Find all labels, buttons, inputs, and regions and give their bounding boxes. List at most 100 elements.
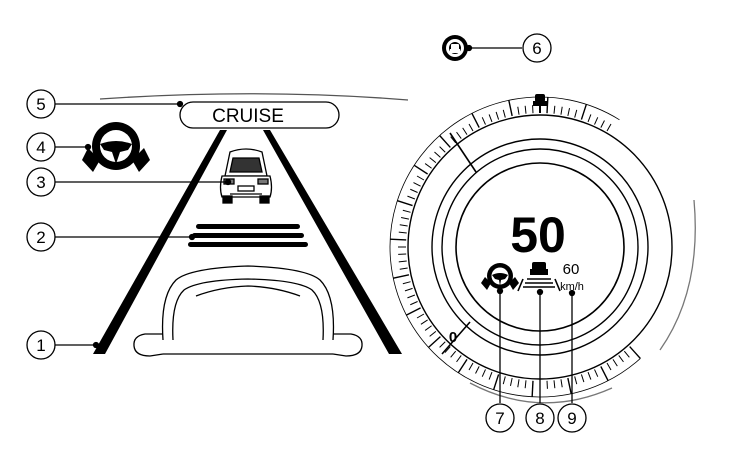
steering-wheel-hands-icon: [82, 122, 150, 172]
dial-tick: [420, 319, 428, 325]
dial-tick: [471, 113, 480, 128]
dial-tick: [606, 362, 612, 371]
cruise-label: CRUISE: [212, 106, 284, 127]
dial-tick: [600, 120, 605, 128]
dial-tick: [524, 105, 527, 114]
dial-tick: [456, 131, 462, 139]
dial-tick: [492, 374, 500, 390]
dial-tick: [524, 380, 527, 389]
dial-tick: [468, 123, 474, 132]
dial-tick: [416, 175, 425, 181]
dial-tick: [398, 231, 407, 234]
dial-tick: [629, 346, 641, 359]
dial-tick: [410, 188, 418, 193]
dial-tick: [399, 267, 408, 270]
dial-tick: [495, 111, 500, 120]
current-speed-value: 50: [510, 207, 566, 263]
dial-tick: [567, 107, 571, 117]
svg-text:7: 7: [495, 409, 504, 428]
dial-tick: [580, 104, 588, 120]
speed-unit-label: km/h: [560, 281, 584, 293]
header-arc-line: [99, 93, 409, 101]
dial-tick: [502, 109, 506, 118]
dial-tick: [475, 366, 480, 374]
dial-tick: [618, 355, 624, 363]
dial-tick: [587, 114, 592, 123]
dial-tick: [488, 371, 493, 380]
dial-tick: [424, 163, 432, 169]
dial-tick: [606, 123, 612, 132]
dial-tick: [468, 362, 474, 371]
dial-tick: [517, 106, 520, 115]
lane-keep-vehicle-icon: [517, 262, 561, 292]
dial-tick: [450, 136, 457, 144]
dial-tick: [406, 307, 421, 316]
outer-lower-arc: [469, 382, 613, 404]
dial-tick: [407, 294, 416, 299]
dial-tick: [509, 377, 513, 387]
dial-tick: [600, 366, 609, 381]
dial-tick: [429, 330, 437, 337]
dial-tick: [623, 350, 630, 358]
dial-tick: [456, 355, 462, 363]
dial-tick: [439, 341, 446, 348]
dial-tick: [434, 151, 441, 158]
callout-6: 6: [522, 33, 552, 63]
dial-tick: [407, 195, 416, 200]
dial-tick: [574, 376, 578, 385]
dial-tick: [574, 109, 578, 118]
dial-tick: [508, 100, 513, 117]
set-speed-value: 60: [563, 261, 580, 278]
dial-tick: [416, 313, 425, 319]
dial-tick: [457, 359, 468, 374]
dial-tick: [399, 224, 408, 227]
zero-indicator-line: [441, 321, 471, 355]
dial-tick: [413, 164, 428, 175]
svg-text:6: 6: [532, 39, 541, 58]
dial-tick: [517, 379, 520, 388]
dial-tick: [481, 369, 486, 377]
following-distance-bars-icon: [188, 224, 308, 247]
vehicle-ahead-sensor-icon: [442, 35, 468, 61]
steering-assist-status-icon: [481, 263, 519, 290]
dial-tick: [428, 336, 441, 348]
svg-text:8: 8: [535, 409, 544, 428]
dial-tick: [560, 106, 563, 115]
max-speed-indicator-line: [449, 132, 477, 173]
svg-text:2: 2: [36, 228, 45, 247]
callout-3: 3: [26, 167, 56, 197]
dial-tick: [429, 157, 437, 164]
dial-tick: [560, 379, 563, 388]
scale-zero-label: 0: [449, 329, 457, 346]
dial-tick: [531, 380, 534, 397]
dial-tick: [444, 346, 451, 353]
svg-text:3: 3: [36, 173, 45, 192]
callout-2: 2: [26, 222, 56, 252]
dial-tick: [553, 380, 556, 389]
dial-tick: [594, 117, 599, 125]
dial-tick: [393, 274, 410, 279]
dial-tick: [439, 146, 446, 153]
cruise-indicator: CRUISE: [179, 101, 340, 129]
dial-tick: [400, 216, 410, 220]
svg-text:5: 5: [36, 95, 45, 114]
dial-tick: [413, 182, 421, 187]
dial-tick: [402, 281, 411, 285]
svg-text:1: 1: [36, 336, 45, 355]
dial-tick: [450, 350, 457, 358]
dial-tick: [402, 209, 411, 213]
dial-tick: [439, 135, 451, 148]
callout-8: 8: [525, 403, 555, 433]
dial-tick: [587, 371, 592, 380]
callout-leaders: [55, 44, 576, 403]
dial-tick: [410, 301, 418, 306]
dial-tick: [553, 105, 556, 114]
lane-lines-icon: [93, 130, 402, 354]
dial-tick: [424, 325, 432, 331]
callout-7: 7: [485, 403, 515, 433]
lead-vehicle-icon: [219, 148, 273, 204]
dial-tick: [390, 238, 407, 241]
speedometer-tick-scale: [389, 96, 641, 398]
own-vehicle-hood-icon: [133, 265, 363, 357]
dial-tick: [488, 114, 493, 123]
